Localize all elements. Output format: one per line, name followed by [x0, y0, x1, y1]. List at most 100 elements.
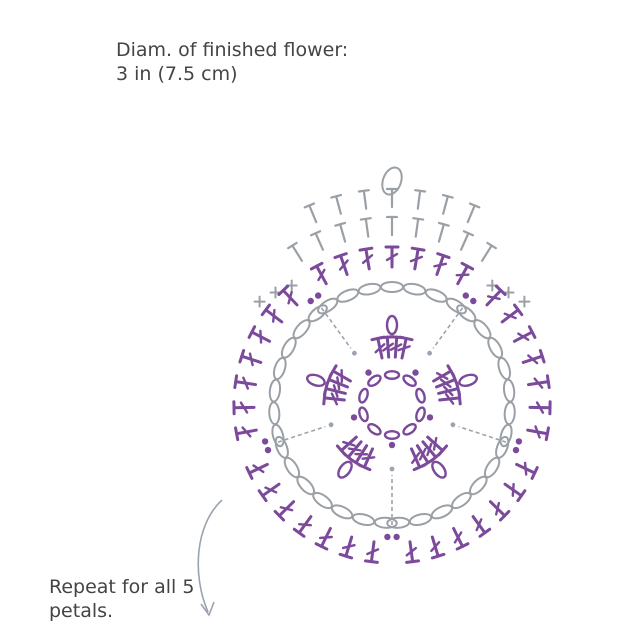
- petal-chain: [375, 517, 397, 528]
- petal-chain: [504, 402, 516, 425]
- petal-dc-stitch: [502, 479, 525, 500]
- petal-chain: [496, 356, 512, 380]
- petal-dc-stitch: [234, 401, 254, 413]
- petal-dc-stitch: [512, 327, 535, 347]
- petal-chain: [409, 512, 433, 527]
- inner-dc-stitch: [324, 392, 345, 406]
- join-arrow: [459, 427, 507, 443]
- petal: [387, 433, 537, 563]
- join-arrows: [278, 308, 506, 525]
- slip-stitch: [470, 298, 476, 304]
- petal-dc-stitch: [365, 541, 380, 562]
- petal-chain: [269, 402, 281, 425]
- slip-stitch: [412, 369, 418, 375]
- inner-dc-stitch: [337, 433, 360, 455]
- outer-hdc-stitch: [305, 204, 321, 224]
- petal-dc-stitch: [499, 305, 522, 327]
- outer-hdc-stitch: [387, 217, 397, 235]
- slip-stitch: [308, 298, 314, 304]
- ring-chain: [358, 388, 370, 404]
- slip-stitch: [265, 447, 271, 453]
- petal-dc-stitch: [431, 254, 449, 277]
- petal-dc-stitch: [340, 535, 357, 558]
- ring-chain: [385, 431, 399, 439]
- petal-dc-stitch: [453, 263, 473, 286]
- petal-dc-stitch: [311, 263, 331, 286]
- petal-chain: [336, 287, 360, 305]
- arrowhead: [390, 467, 395, 472]
- cluster-chain: [306, 373, 326, 388]
- inner-dc-stitch: [381, 337, 394, 358]
- inner-dc-stitch: [406, 446, 425, 469]
- outer-hdc-stitch: [311, 231, 327, 252]
- slip-stitch: [393, 534, 399, 540]
- sc-stitch: [519, 297, 529, 307]
- outer-hdc-stitch: [478, 243, 496, 264]
- petal-chain: [381, 282, 403, 292]
- inner-dc-stitch: [389, 337, 402, 358]
- petal-chain: [282, 456, 302, 480]
- diameter-note: Diam. of finished flower: 3 in (7.5 cm): [116, 38, 366, 86]
- outer-hdc-stitch: [413, 190, 425, 209]
- slip-stitch: [262, 438, 268, 444]
- petal-dc-stitch: [448, 526, 468, 549]
- ring-chain: [385, 371, 399, 379]
- outer-hdc-stitch: [438, 195, 452, 215]
- petal-dc-stitch: [249, 327, 272, 347]
- cluster-chain: [336, 459, 355, 479]
- slip-stitch: [516, 438, 522, 444]
- arrowhead: [352, 351, 357, 356]
- petal-dc-stitch: [483, 286, 505, 309]
- ring-chain: [367, 422, 383, 436]
- petal-dc-stitch: [528, 376, 550, 391]
- ring-chain: [358, 406, 370, 422]
- petal-dc-stitch: [259, 479, 282, 500]
- petal-chain: [270, 424, 285, 448]
- arrowhead: [329, 422, 334, 427]
- petal-chain: [430, 503, 454, 521]
- petal-chain: [498, 424, 513, 448]
- petal-dc-stitch: [527, 424, 549, 439]
- outer-hdc-stitch: [361, 218, 373, 237]
- slip-stitch: [427, 414, 433, 420]
- outer-hdc-stitch: [335, 223, 350, 243]
- cluster-chain: [387, 316, 397, 334]
- petal-dc-stitch: [468, 513, 489, 536]
- slip-stitch: [315, 292, 321, 298]
- petal-dc-stitch: [530, 401, 550, 413]
- petal-dc-stitch: [335, 254, 353, 277]
- petal-chain: [450, 490, 474, 511]
- inner-dc-stitch: [396, 337, 412, 359]
- center-ring: [351, 369, 433, 448]
- petal-chain: [482, 456, 502, 480]
- outer-hdc-stitch: [411, 218, 423, 237]
- petal-chain: [358, 282, 382, 296]
- petal-dc-stitch: [386, 247, 398, 267]
- petal-chain: [485, 336, 504, 360]
- petal: [247, 433, 397, 563]
- slip-stitch: [365, 369, 371, 375]
- petal-dc-stitch: [279, 286, 301, 309]
- petal-dc-stitch: [521, 351, 544, 369]
- slip-stitch: [351, 414, 357, 420]
- petal-dc-stitch: [427, 535, 444, 558]
- petal-chain: [424, 287, 448, 305]
- slip-stitch: [513, 447, 519, 453]
- petal-chain: [279, 336, 298, 360]
- petal-dc-stitch: [235, 376, 257, 391]
- join-arrow: [433, 308, 462, 349]
- inner-dc-stitch: [424, 433, 447, 455]
- petal-dc-stitch: [486, 497, 509, 520]
- petal-dc-stitch: [262, 305, 285, 327]
- slip-stitch: [384, 534, 390, 540]
- slip-stitch: [389, 442, 395, 448]
- petal-dc-stitch: [316, 526, 336, 549]
- petal-dc-stitch: [240, 351, 263, 369]
- slip-stitch: [463, 292, 469, 298]
- petal-dc-stitch: [294, 513, 315, 536]
- inner-dc-stitch: [439, 392, 460, 406]
- petal-chain: [330, 503, 354, 521]
- outer-hdc-stitch: [434, 223, 449, 243]
- petal-dc-stitch: [275, 497, 298, 520]
